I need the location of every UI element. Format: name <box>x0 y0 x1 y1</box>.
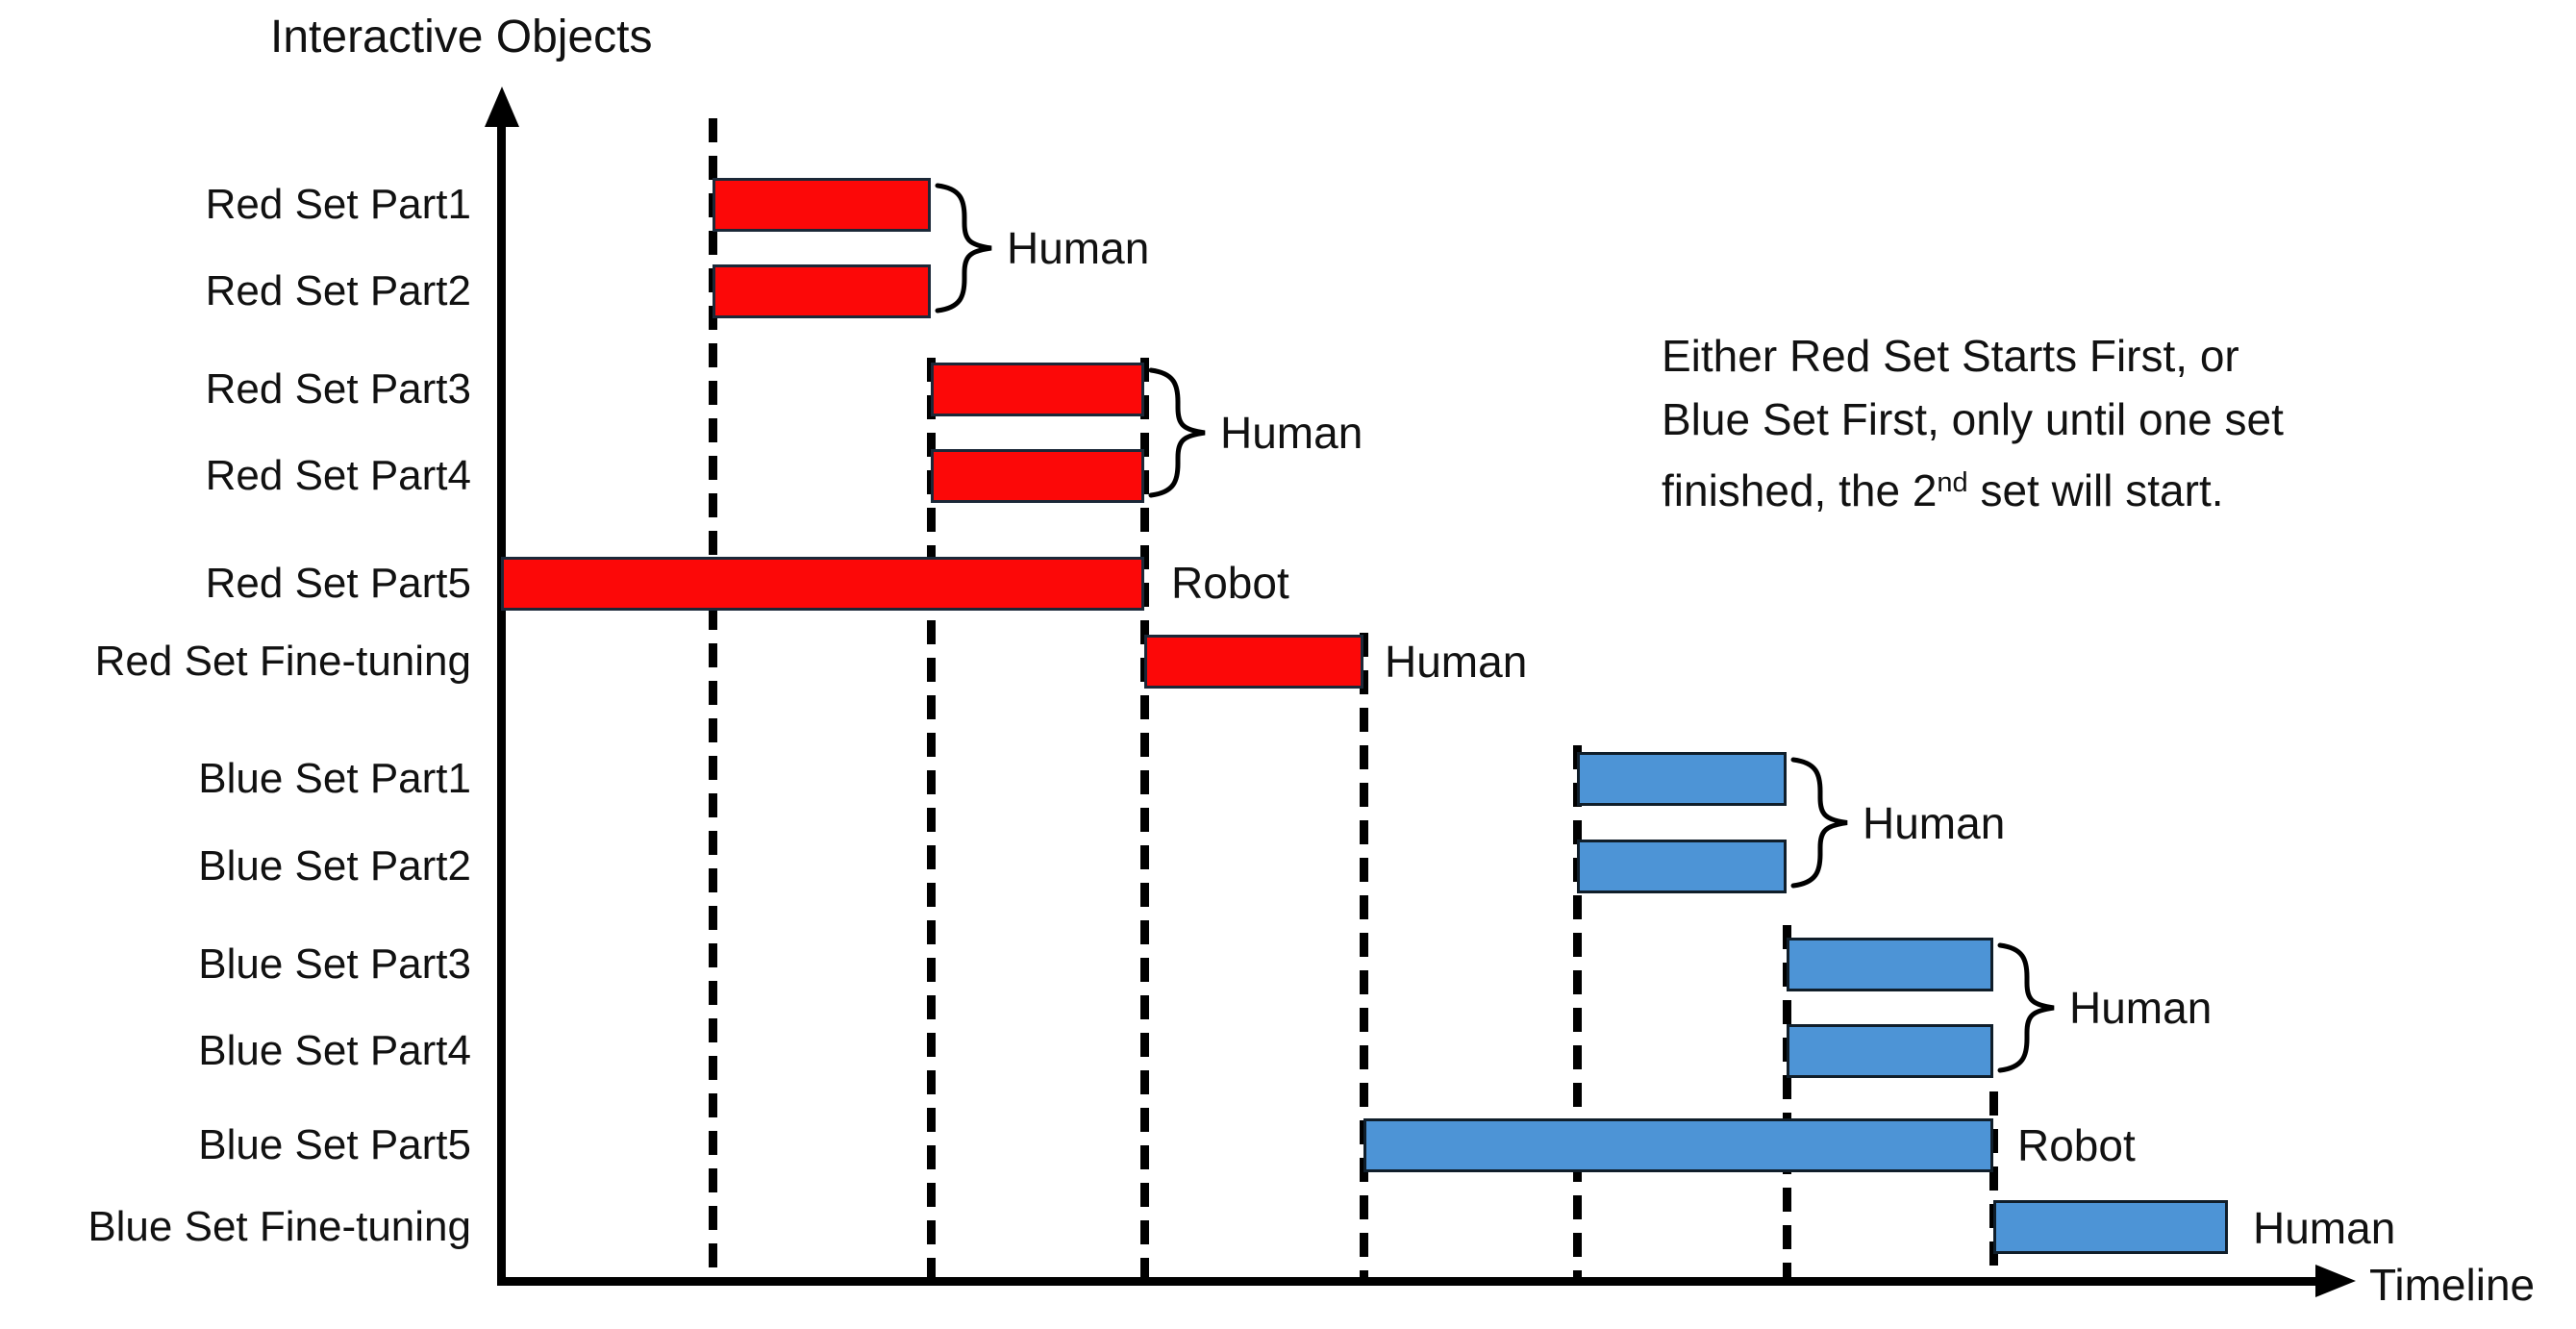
worker-label-human-6: Human <box>2069 983 2213 1033</box>
x-axis-arrowhead-icon <box>2315 1265 2356 1297</box>
row-label-red-set-part5: Red Set Part5 <box>205 560 471 607</box>
bar-red-set-part4 <box>931 449 1144 503</box>
bar-red-set-part2 <box>713 264 931 318</box>
brace-icon-4 <box>1997 942 2055 1073</box>
bar-blue-set-part4 <box>1787 1024 1993 1078</box>
worker-label-robot-3: Robot <box>1171 558 1289 608</box>
brace-icon-3 <box>1790 757 1848 889</box>
y-axis-title: Interactive Objects <box>270 12 653 63</box>
row-label-blue-set-fine-tuning: Blue Set Fine-tuning <box>88 1203 471 1250</box>
superscript-nd: nd <box>1937 467 1968 498</box>
gridline-dashed-5 <box>1573 745 1582 1277</box>
gridline-dashed-3 <box>1140 358 1149 1277</box>
bar-blue-set-part1 <box>1577 752 1787 806</box>
y-axis-line <box>497 117 506 1286</box>
bar-red-set-part1 <box>713 178 931 232</box>
brace-icon-1 <box>935 183 992 313</box>
bar-blue-set-part3 <box>1787 938 1993 991</box>
bar-red-set-part5 <box>501 557 1144 611</box>
x-axis-label: Timeline <box>2369 1260 2536 1310</box>
worker-label-robot-7: Robot <box>2017 1120 2136 1170</box>
row-label-blue-set-part1: Blue Set Part1 <box>198 755 471 802</box>
worker-label-human-8: Human <box>2253 1203 2396 1253</box>
row-label-blue-set-part2: Blue Set Part2 <box>198 842 471 890</box>
worker-label-human-5: Human <box>1863 798 2006 848</box>
row-label-red-set-part2: Red Set Part2 <box>205 267 471 314</box>
annotation-text: Either Red Set Starts First, or Blue Set… <box>1662 324 2284 522</box>
gridline-dashed-7 <box>1989 1091 1998 1277</box>
worker-label-human-1: Human <box>1007 223 1150 273</box>
x-axis-line <box>497 1277 2320 1286</box>
bar-blue-set-fine-tuning <box>1993 1200 2228 1254</box>
gridline-dashed-1 <box>709 118 717 1277</box>
brace-icon-2 <box>1148 367 1206 498</box>
bar-red-set-fine-tuning <box>1144 635 1363 689</box>
annotation-line-2: Blue Set First, only until one set <box>1662 394 2284 444</box>
gridline-dashed-2 <box>927 358 936 1277</box>
bar-red-set-part3 <box>931 363 1144 416</box>
annotation-line-3: finished, the 2nd set will start. <box>1662 465 2224 515</box>
annotation-line-1: Either Red Set Starts First, or <box>1662 331 2239 381</box>
row-label-blue-set-part3: Blue Set Part3 <box>198 940 471 988</box>
gridline-dashed-6 <box>1783 925 1791 1277</box>
worker-label-human-2: Human <box>1220 408 1363 458</box>
row-label-blue-set-part5: Blue Set Part5 <box>198 1121 471 1168</box>
gridline-dashed-4 <box>1360 633 1368 1277</box>
bar-blue-set-part5 <box>1363 1118 1993 1172</box>
worker-label-human-4: Human <box>1385 637 1528 687</box>
row-label-red-set-fine-tuning: Red Set Fine-tuning <box>94 638 471 685</box>
bar-blue-set-part2 <box>1577 840 1787 893</box>
row-label-red-set-part1: Red Set Part1 <box>205 181 471 228</box>
row-label-red-set-part3: Red Set Part3 <box>205 365 471 413</box>
row-label-blue-set-part4: Blue Set Part4 <box>198 1027 471 1074</box>
row-label-red-set-part4: Red Set Part4 <box>205 452 471 499</box>
